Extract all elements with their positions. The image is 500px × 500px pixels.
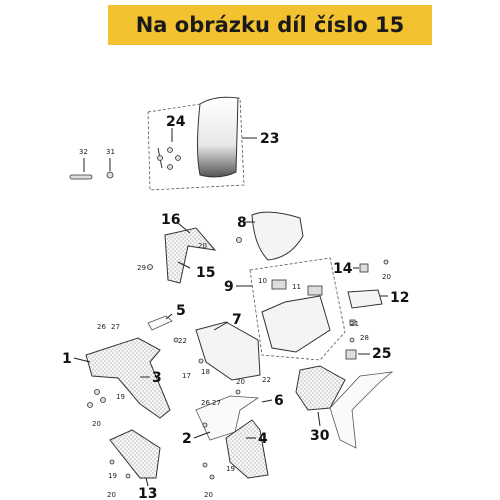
callout-25: 25 (372, 346, 391, 362)
callout-15: 15 (196, 265, 215, 281)
callout-27: 27 (111, 323, 120, 331)
callout-5: 5 (176, 303, 186, 319)
callout-22: 22 (262, 376, 271, 384)
callout-29: 29 (137, 264, 146, 272)
callout-2: 2 (182, 431, 192, 447)
part-25 (345, 319, 370, 360)
callout-19: 19 (116, 393, 125, 401)
callout-3: 3 (152, 370, 162, 386)
callout-20: 20 (382, 273, 391, 281)
callout-12: 12 (390, 290, 409, 306)
callout-9: 9 (224, 279, 234, 295)
callout-20: 20 (204, 491, 213, 499)
callout-21: 21 (350, 320, 359, 328)
callout-20: 20 (198, 242, 207, 250)
callout-20: 20 (236, 378, 245, 386)
callout-20: 20 (107, 491, 116, 499)
callout-30: 30 (310, 428, 330, 444)
callout-14: 14 (333, 261, 353, 277)
callout-27: 27 (212, 399, 221, 407)
part-12 (347, 289, 388, 309)
callout-1: 1 (62, 351, 72, 367)
callout-26: 26 (201, 399, 210, 407)
windscreen-part (197, 96, 239, 178)
callout-16: 16 (161, 212, 180, 228)
part-7 (195, 321, 261, 381)
part-8 (236, 211, 304, 261)
part-32-31 (69, 158, 114, 180)
bolt-kit-24 (157, 128, 181, 170)
callout-18: 18 (201, 368, 210, 376)
callout-17: 17 (182, 372, 191, 380)
callout-4: 4 (258, 431, 268, 447)
callout-8: 8 (237, 215, 247, 231)
part-13 (109, 429, 161, 487)
callout-6: 6 (274, 393, 284, 409)
callout-32: 32 (79, 148, 88, 156)
part-5 (147, 313, 179, 343)
callout-19: 19 (108, 472, 117, 480)
callout-24: 24 (166, 114, 186, 130)
callout-10: 10 (258, 277, 267, 285)
part-1-3 (73, 337, 171, 419)
callout-23: 23 (260, 131, 279, 147)
part-15-16 (147, 222, 217, 284)
callout-28: 28 (360, 334, 369, 342)
callout-26: 26 (97, 323, 106, 331)
part-30 (295, 365, 394, 449)
windscreen-group (147, 96, 257, 191)
callout-19: 19 (226, 465, 235, 473)
part-9-group (236, 257, 346, 361)
callout-31: 31 (106, 148, 115, 156)
callout-22: 22 (178, 337, 187, 345)
callout-11: 11 (292, 283, 301, 291)
callout-7: 7 (232, 312, 242, 328)
title-banner: Na obrázku díl číslo 15 (108, 5, 432, 45)
part-14 (353, 259, 389, 273)
callout-20: 20 (92, 420, 101, 428)
callout-13: 13 (138, 486, 157, 500)
part-2-4-6 (193, 389, 273, 480)
